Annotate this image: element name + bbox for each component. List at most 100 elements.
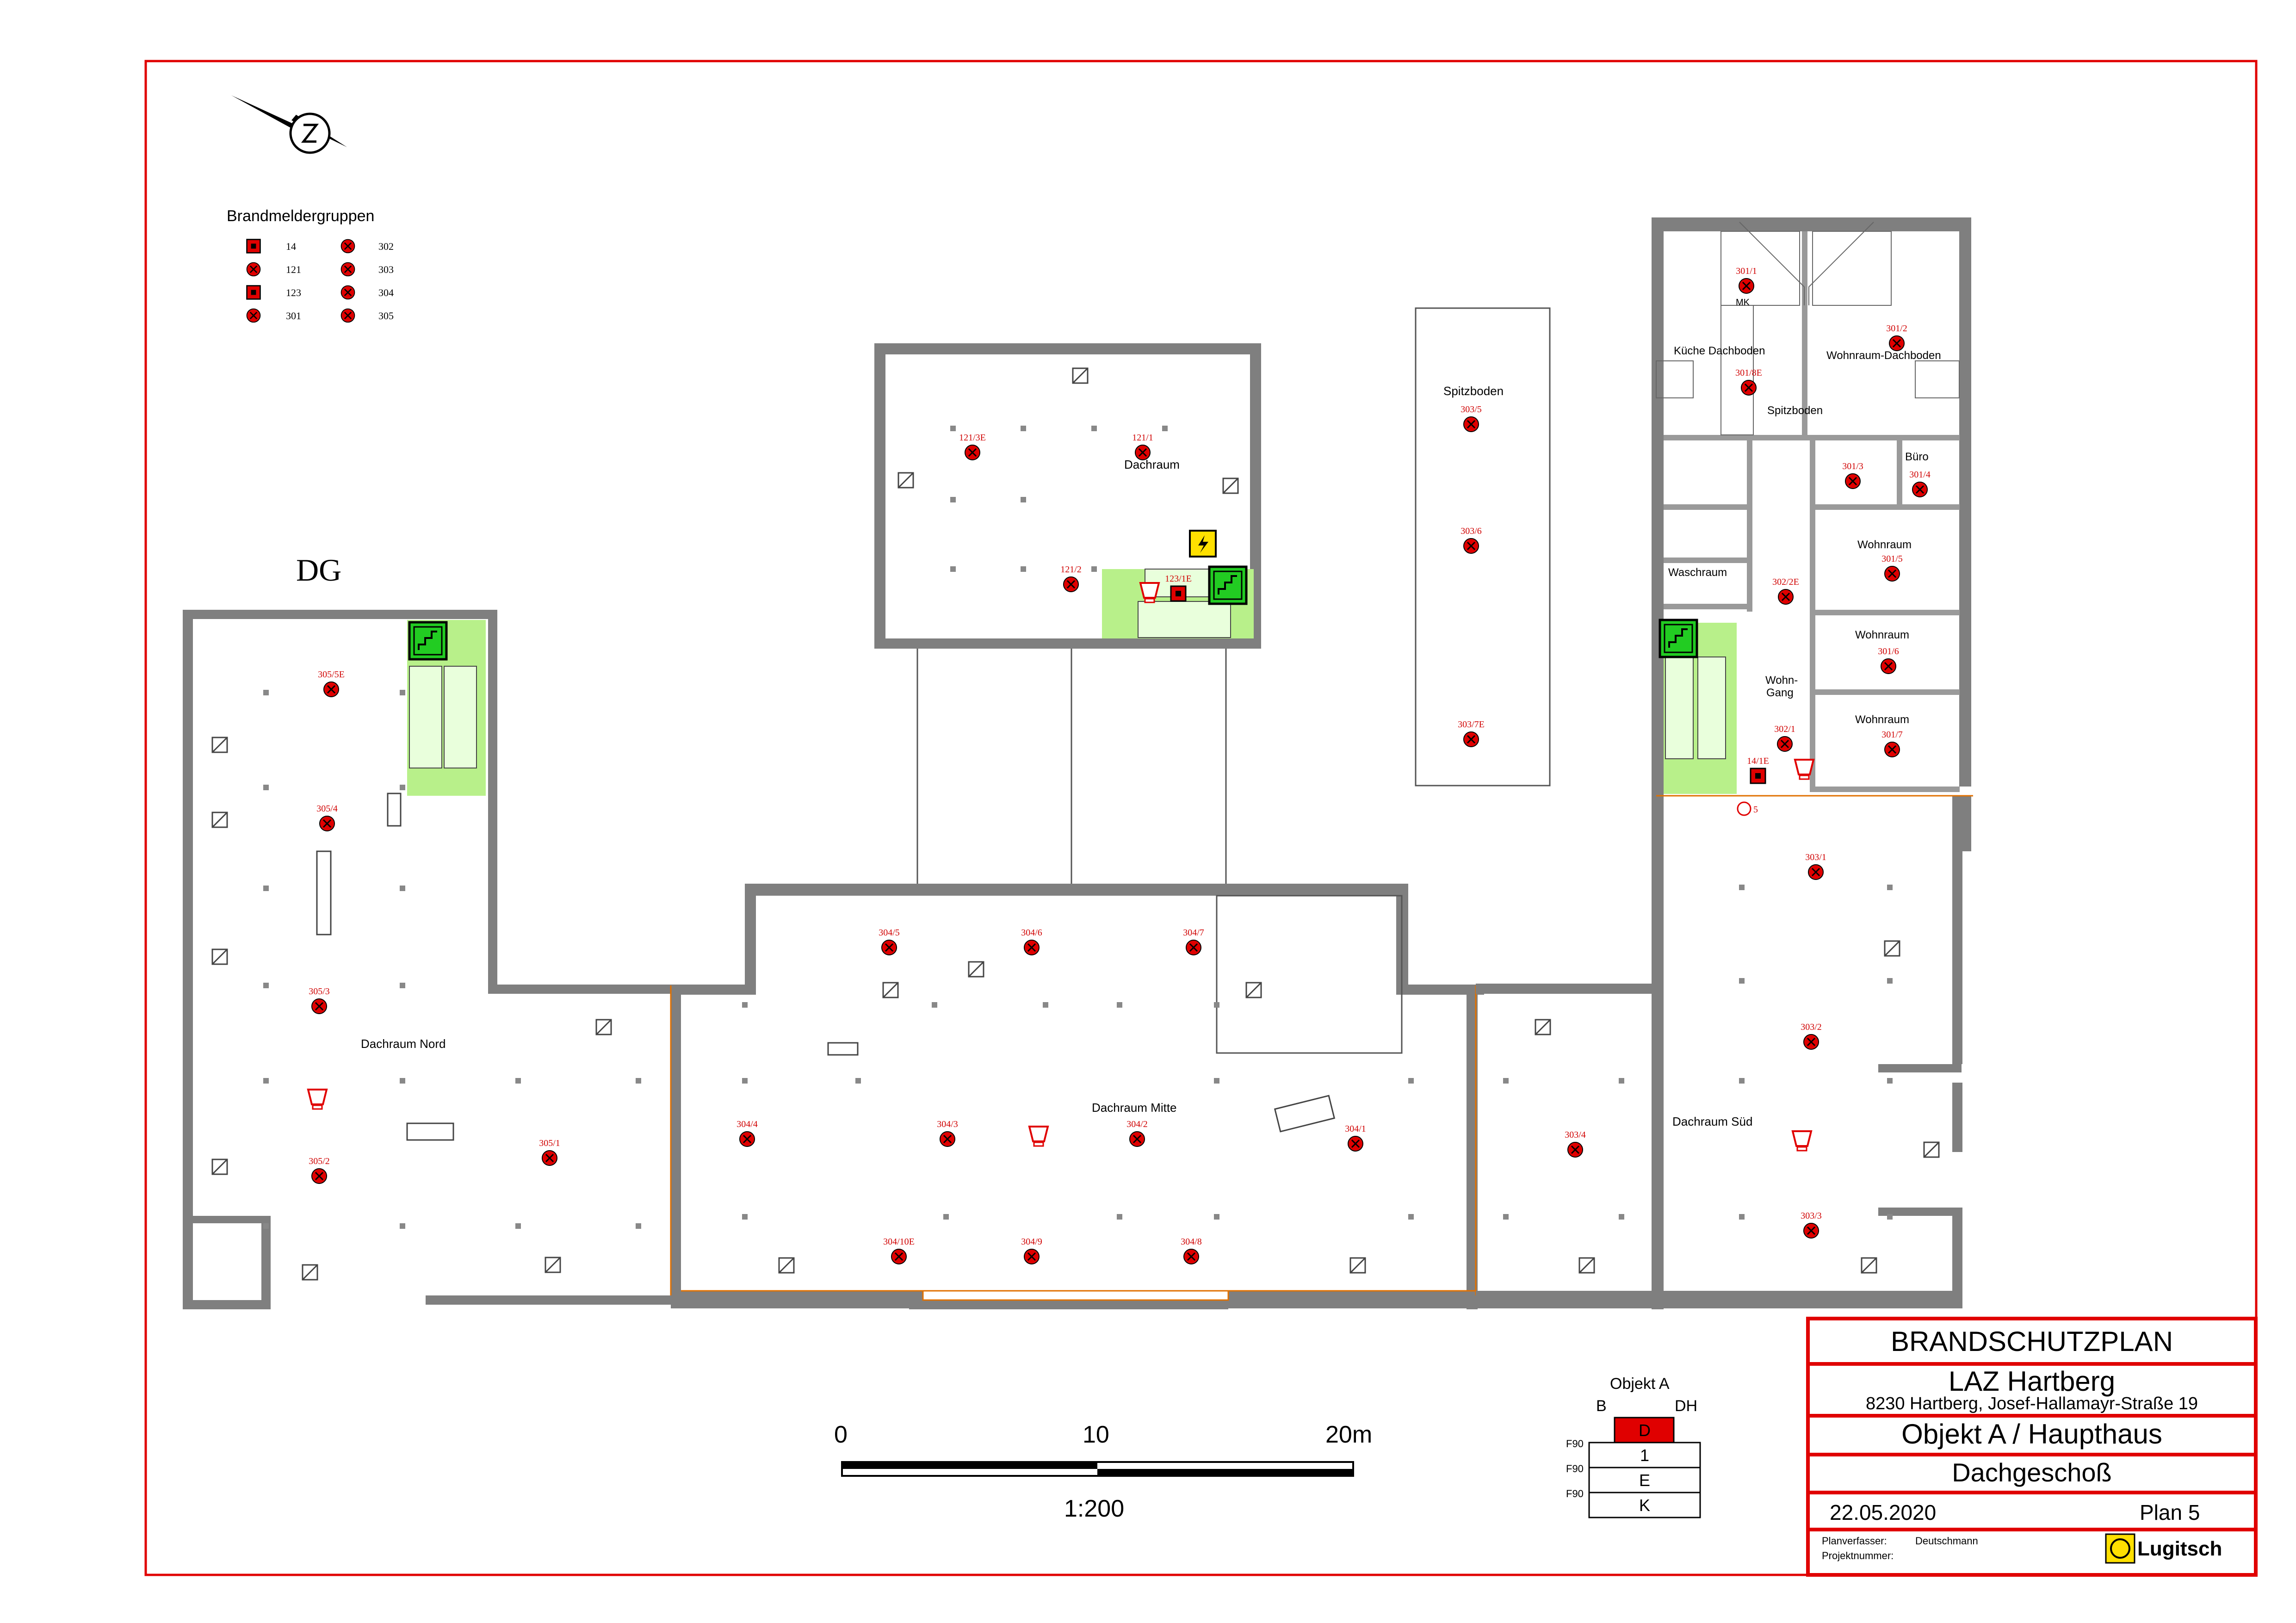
grid-dot [636,1078,641,1084]
tb-projektnummer-label: Projektnummer: [1822,1550,1894,1561]
walls-apartment [1664,231,1960,792]
grid-dot [263,983,269,988]
room-kueche: Küche Dachboden [1674,345,1765,357]
smoke-detector-icon [1463,538,1479,554]
smoke-detector-icon [1129,1131,1145,1147]
grid-dot [263,1078,269,1084]
tb-brand: Lugitsch [2137,1537,2222,1560]
smoke-detector-icon [1063,576,1079,593]
smoke-detector-icon [323,681,340,698]
detector-label: 304/1 [1345,1124,1366,1134]
detector-label: 301/8E [1735,368,1762,378]
grid-dot [636,1223,641,1229]
tb-floor: Dachgeschoß [1952,1458,2112,1487]
room-labels: Dachraum Dachraum Nord Dachraum Mitte Da… [361,297,1941,1128]
emergency-exit-icon [1660,620,1697,657]
electrical-hazard-icon [1189,530,1217,558]
smoke-detector-icon [1185,939,1202,956]
grid-dot [742,1002,748,1008]
detector-label: 304/9 [1021,1237,1042,1247]
walls-sued [1476,217,1971,1309]
detector-label: 301/1 [1736,266,1757,276]
tb-heading: BRANDSCHUTZPLAN [1891,1326,2173,1357]
detector-label: 301/7 [1881,730,1903,740]
alarm-horns [307,582,1814,1152]
detector-label: 305/3 [309,986,330,997]
smoke-detector-icon [1777,588,1794,605]
smoke-detector-icon [1884,741,1900,758]
grid-dot [1739,885,1745,890]
smoke-detector-icon [311,1168,328,1184]
grid-dot [263,785,269,790]
detector-label: 301/3 [1842,461,1863,471]
walls-mitte [671,884,1484,1309]
smoke-detector-icon [1740,379,1757,396]
section-floor-d: D [1639,1421,1651,1440]
detector-label: 303/2 [1801,1022,1822,1032]
roof-vents [211,367,1940,1281]
legend-symbol-icon [340,262,355,277]
walls-nord [183,610,673,1309]
grid-dot [1021,497,1026,502]
grid-dot [950,566,956,572]
detector-label: 301/2 [1886,323,1907,334]
detector-label: 303/7E [1458,719,1485,730]
grid-dot [1091,566,1097,572]
smoke-detector-icon [1738,278,1755,294]
grid-dot [932,1002,937,1008]
room-spitzboden: Spitzboden [1443,384,1504,398]
legend-symbol-icon [246,262,261,277]
scale-tick-20: 20m [1325,1421,1372,1448]
detector-label: 305/4 [316,804,338,814]
detector-label: 303/4 [1565,1130,1586,1140]
legend-title: Brandmeldergruppen [227,207,374,225]
smoke-detector-icon [1170,585,1187,602]
grid-dot [263,1223,269,1229]
detector-label: 304/6 [1021,928,1042,938]
detector-label: 304/3 [937,1119,958,1129]
scale-tick-10: 10 [1083,1421,1109,1448]
detector-label: 303/1 [1805,852,1826,862]
room-spitzboden-2: Spitzboden [1767,404,1823,417]
detector-label: 304/10E [883,1237,915,1247]
grid-dot [515,1078,521,1084]
tb-site: LAZ Hartberg [1949,1366,2115,1397]
room-dachraum: Dachraum [1124,458,1180,471]
section-left: B [1596,1397,1607,1415]
section-floor-e: E [1639,1471,1650,1490]
smoke-detector-icon [881,939,897,956]
detector-label: 121/2 [1060,564,1082,575]
grid-dot [1887,885,1893,890]
scale-bar: 0 10 20m 1:200 [834,1421,1372,1522]
smoke-detector-icon [964,444,981,461]
room-buero: Büro [1905,451,1929,463]
smoke-detector-icon [1750,768,1766,784]
grid-dot [400,690,405,695]
grid-dot [1739,1078,1745,1084]
section-title: Objekt A [1610,1375,1670,1393]
grid-dot [742,1078,748,1084]
room-wohnraum-3: Wohnraum [1855,713,1909,726]
legend-code: 302 [378,241,394,252]
post-marker: 5 [1737,801,1758,816]
legend-code: 121 [286,264,301,275]
floor-label: DG [296,552,341,588]
smoke-detector-icon [1888,335,1905,352]
grid-dot [1043,1002,1048,1008]
grid-dot [1619,1078,1624,1084]
section-floor-k: K [1639,1496,1650,1515]
grid-dot [1887,1214,1893,1220]
smoke-detector-icon [1567,1141,1584,1158]
grid-dot [400,983,405,988]
smoke-detector-icon [311,998,328,1015]
legend-code: 304 [378,287,394,298]
legend-symbol-icon [340,308,355,323]
grid-dot [263,690,269,695]
smoke-detector-icon [1880,658,1897,675]
grid-dot [400,1078,405,1084]
mitte-inner-box [1216,895,1403,1054]
grid-dot [742,1214,748,1220]
grid-dot [400,886,405,891]
smoke-detector-icon [1844,473,1861,489]
